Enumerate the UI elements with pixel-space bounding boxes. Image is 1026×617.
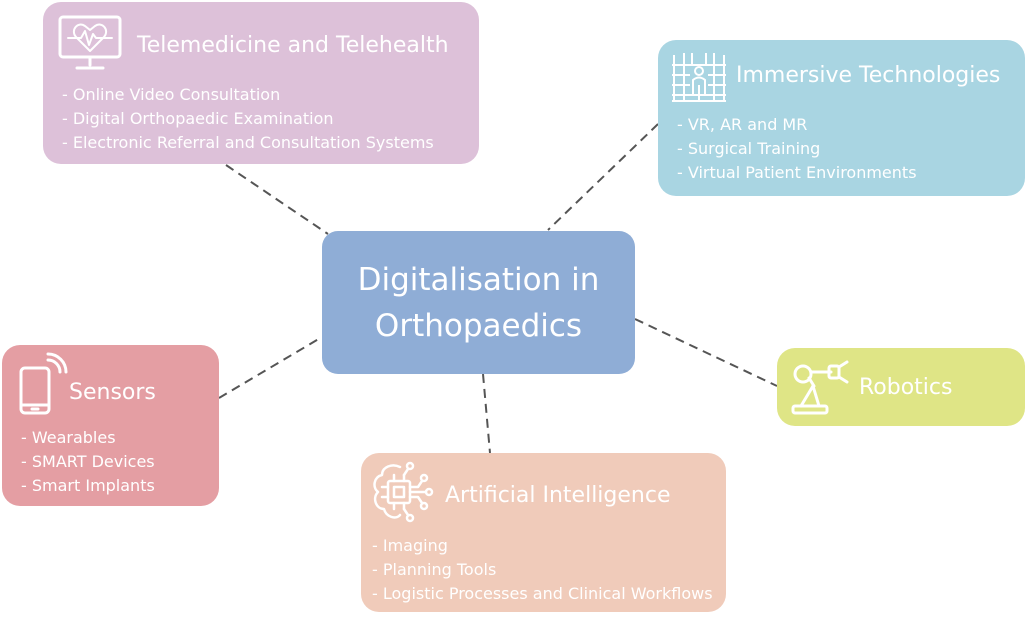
heart-monitor-icon	[58, 15, 122, 70]
immersive-title: Immersive Technologies	[736, 63, 1001, 88]
sensors-node: Sensors - Wearables - SMART Devices - Sm…	[2, 345, 219, 506]
connector-telemedicine	[225, 164, 329, 235]
ai-node: Artificial Intelligence - Imaging - Plan…	[361, 453, 726, 612]
list-item: - Logistic Processes and Clinical Workfl…	[372, 584, 713, 603]
immersive-list: - VR, AR and MR - Surgical Training - Vi…	[677, 113, 917, 185]
telemedicine-node: Telemedicine and Telehealth - Online Vid…	[43, 2, 479, 164]
telemedicine-title: Telemedicine and Telehealth	[137, 33, 449, 58]
list-item: - Digital Orthopaedic Examination	[62, 109, 334, 128]
immersive-node: Immersive Technologies - VR, AR and MR -…	[658, 40, 1025, 196]
list-item: - Electronic Referral and Consultation S…	[62, 133, 434, 152]
connector-immersive	[547, 123, 659, 231]
list-item: - Smart Implants	[21, 476, 155, 495]
brain-chip-icon	[373, 461, 434, 523]
list-item: - Wearables	[21, 428, 116, 447]
list-item: - Surgical Training	[677, 139, 821, 158]
center-node: Digitalisation in Orthopaedics	[322, 231, 635, 374]
list-item: - VR, AR and MR	[677, 115, 808, 134]
robotics-title: Robotics	[859, 375, 953, 400]
connector-sensors	[218, 336, 323, 399]
sensors-title: Sensors	[69, 380, 156, 405]
connector-robotics	[634, 318, 778, 387]
sensors-list: - Wearables - SMART Devices - Smart Impl…	[21, 426, 155, 498]
connector-ai	[482, 373, 491, 454]
center-title-line2: Orthopaedics	[374, 307, 583, 344]
center-title-line1: Digitalisation in	[357, 261, 600, 298]
smartphone-signal-icon	[19, 352, 68, 415]
ai-title: Artificial Intelligence	[445, 483, 671, 508]
vr-grid-person-icon	[672, 53, 726, 102]
telemedicine-list: - Online Video Consultation - Digital Or…	[62, 83, 434, 155]
list-item: - Imaging	[372, 536, 448, 555]
ai-list: - Imaging - Planning Tools - Logistic Pr…	[372, 534, 713, 606]
list-item: - Virtual Patient Environments	[677, 163, 917, 182]
list-item: - Planning Tools	[372, 560, 497, 579]
robot-arm-icon	[791, 360, 849, 415]
list-item: - Online Video Consultation	[62, 85, 281, 104]
robotics-node: Robotics	[777, 348, 1025, 426]
list-item: - SMART Devices	[21, 452, 155, 471]
